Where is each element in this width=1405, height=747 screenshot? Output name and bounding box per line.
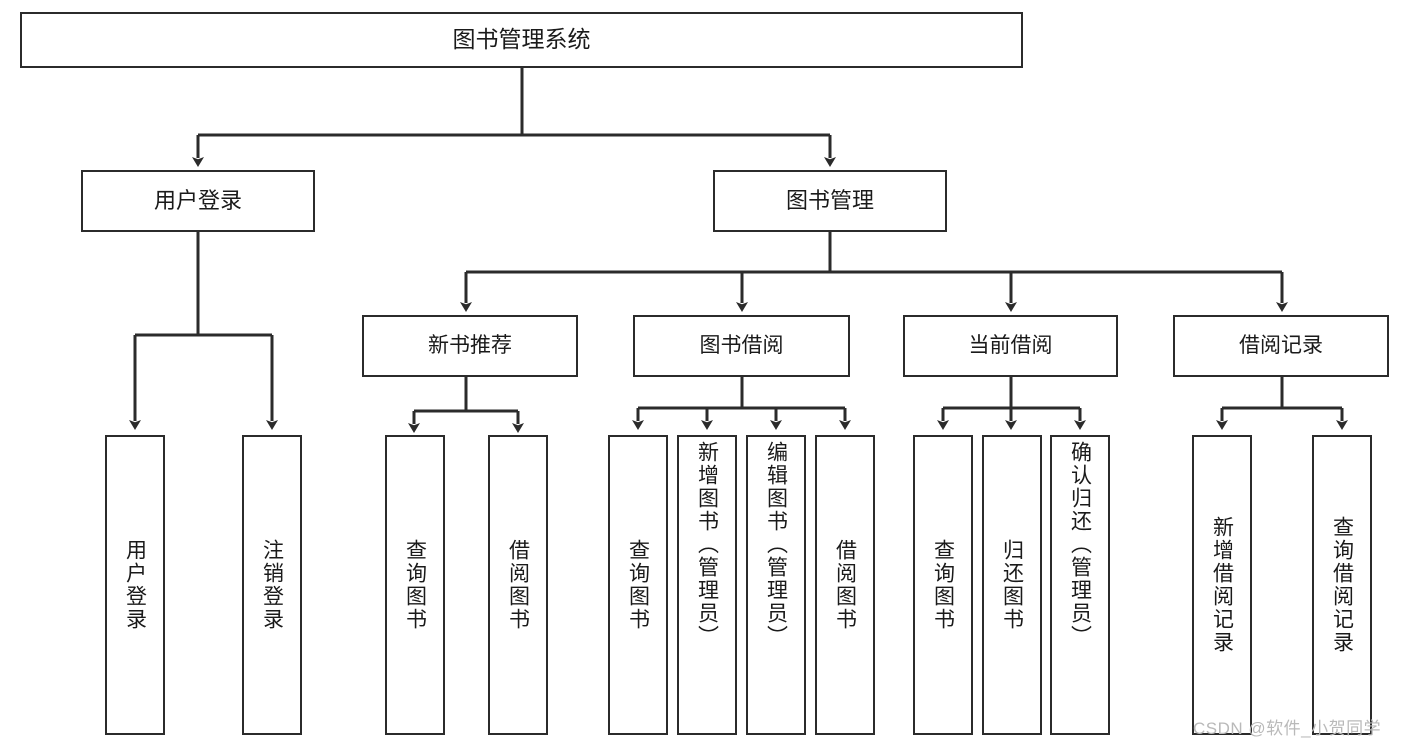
node-label: 当前借阅 [968,333,1053,357]
csdn-watermark: CSDN @软件_小贺同学 [1193,719,1382,738]
node-label: 查询借阅记录 [1330,516,1354,654]
leaf-new-book-query-book[interactable]: 查询图书 [385,435,445,735]
leaf-current-borrow-confirm-return-admin[interactable]: 确认归还（管理员） [1050,435,1110,735]
leaf-current-borrow-query-book[interactable]: 查询图书 [913,435,973,735]
leaf-current-borrow-return-book[interactable]: 归还图书 [982,435,1042,735]
node-label: 查询图书 [931,539,955,631]
node-root-book-management-system[interactable]: 图书管理系统 [20,12,1023,68]
node-label: 归还图书 [1000,539,1024,631]
leaf-borrow-record-query-record[interactable]: 查询借阅记录 [1312,435,1372,735]
node-label: 用户登录 [123,539,147,631]
node-label: 新书推荐 [428,333,512,357]
node-current-borrow[interactable]: 当前借阅 [903,315,1118,377]
leaf-book-borrow-borrow-book[interactable]: 借阅图书 [815,435,875,735]
node-label: 图书管理 [785,188,874,214]
node-label: 新增借阅记录 [1210,516,1234,654]
node-borrow-record[interactable]: 借阅记录 [1173,315,1389,377]
node-user-login[interactable]: 用户登录 [81,170,315,232]
leaf-user-login-logout[interactable]: 注销登录 [242,435,302,735]
leaf-book-borrow-add-book-admin[interactable]: 新增图书（管理员） [677,435,737,735]
node-new-book-recommendation[interactable]: 新书推荐 [362,315,578,377]
node-label: 借阅图书 [506,539,530,631]
leaf-book-borrow-query-book[interactable]: 查询图书 [608,435,668,735]
node-label: 编辑图书（管理员） [764,441,788,648]
node-label: 图书管理系统 [452,26,591,53]
leaf-user-login-login[interactable]: 用户登录 [105,435,165,735]
node-label: 图书借阅 [699,333,784,357]
node-label: 借阅记录 [1239,333,1323,357]
node-book-management[interactable]: 图书管理 [713,170,947,232]
leaf-borrow-record-add-record[interactable]: 新增借阅记录 [1192,435,1252,735]
leaf-new-book-borrow-book[interactable]: 借阅图书 [488,435,548,735]
node-label: 查询图书 [626,539,650,631]
node-label: 确认归还（管理员） [1068,441,1092,648]
node-label: 查询图书 [403,539,427,631]
node-label: 注销登录 [260,539,284,631]
leaf-book-borrow-edit-book-admin[interactable]: 编辑图书（管理员） [746,435,806,735]
node-label: 新增图书（管理员） [695,441,719,648]
node-label: 用户登录 [153,188,242,214]
node-label: 借阅图书 [833,539,857,631]
node-book-borrow[interactable]: 图书借阅 [633,315,850,377]
